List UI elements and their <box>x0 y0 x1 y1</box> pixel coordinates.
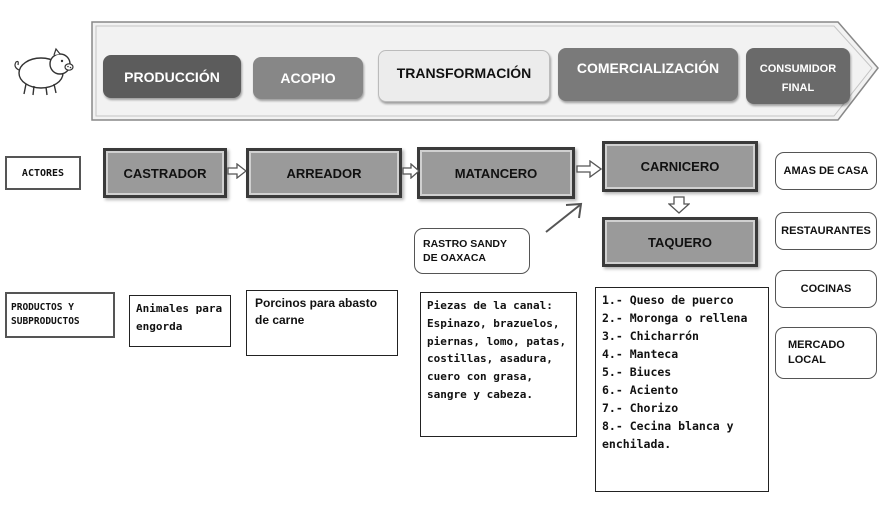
consumer-cocinas: COCINAS <box>775 270 877 308</box>
list-item: 7.- Chorizo <box>602 400 679 415</box>
arrow-down-icon <box>668 196 690 214</box>
actor-castrador: CASTRADOR <box>103 148 227 198</box>
stage-produccion: PRODUCCIÓN <box>103 55 241 98</box>
pig-icon <box>14 47 74 96</box>
actor-taquero: TAQUERO <box>602 217 758 267</box>
product-porcinos: Porcinos para abasto de carne <box>246 290 398 356</box>
stage-consumidor-final: CONSUMIDOR FINAL <box>746 48 850 104</box>
list-item: 2.- Moronga o rellena <box>602 310 748 325</box>
list-item: 8.- Cecina blanca y enchilada. <box>602 418 734 451</box>
actor-arreador: ARREADOR <box>246 148 402 198</box>
consumer-restaurantes: RESTAURANTES <box>775 212 877 250</box>
list-item: 3.- Chicharrón <box>602 328 699 343</box>
consumer-mercado-local: MERCADO LOCAL <box>775 327 877 379</box>
actor-matancero: MATANCERO <box>417 147 575 199</box>
rastro-box: RASTRO SANDY DE OAXACA <box>414 228 530 274</box>
arrow-right-icon <box>576 160 602 178</box>
subproducts-list: 1.- Queso de puerco 2.- Moronga o rellen… <box>595 287 769 492</box>
product-animales: Animales para engorda <box>129 295 231 347</box>
list-item: 4.- Manteca <box>602 346 679 361</box>
stage-acopio: ACOPIO <box>253 57 363 99</box>
consumer-amas-de-casa: AMAS DE CASA <box>775 152 877 190</box>
arrow-right-icon <box>227 163 247 179</box>
stage-comercializacion: COMERCIALIZACIÓN <box>558 48 738 101</box>
product-piezas: Piezas de la canal: Espinazo, brazuelos,… <box>420 292 577 437</box>
arrow-right-icon <box>402 163 420 179</box>
list-item: 1.- Queso de puerco <box>602 293 734 307</box>
row-label-actores: ACTORES <box>5 156 81 190</box>
stage-transformacion: TRANSFORMACIÓN <box>378 50 550 102</box>
diagonal-arrow-icon <box>545 202 583 233</box>
list-item: 5.- Biuces <box>602 364 672 379</box>
row-label-productos: PRODUCTOS Y SUBPRODUCTOS <box>5 292 115 338</box>
list-item: 6.- Aciento <box>602 382 679 397</box>
actor-carnicero: CARNICERO <box>602 141 758 192</box>
